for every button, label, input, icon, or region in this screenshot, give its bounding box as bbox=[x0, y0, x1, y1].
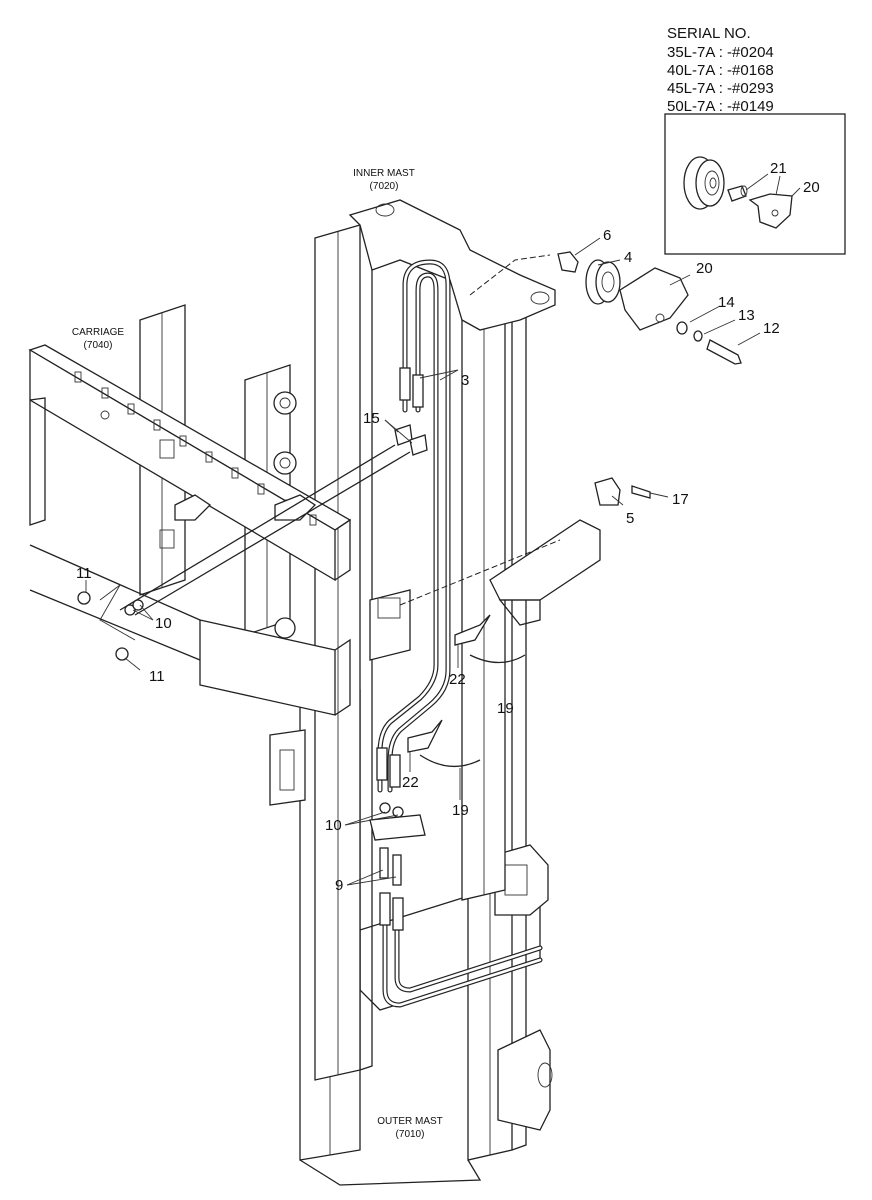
assembly-labels: INNER MAST (7020) CARRIAGE (7040) OUTER … bbox=[72, 168, 443, 1140]
serial-line-1: 35L-7A : -#0204 bbox=[667, 44, 774, 61]
part-17-bolt bbox=[631, 485, 651, 499]
left-fittings bbox=[77, 584, 144, 661]
callouts: 3 6 4 20 14 13 12 15 17 5 11 10 11 22 19… bbox=[76, 227, 780, 894]
part-19-upper bbox=[469, 654, 526, 664]
part-20-bracket bbox=[619, 267, 689, 331]
outer-mast-label: OUTER MAST bbox=[377, 1116, 443, 1127]
callout-5: 5 bbox=[626, 510, 634, 527]
outer-mast-code: (7010) bbox=[396, 1129, 425, 1140]
lower-fittings bbox=[369, 802, 426, 886]
clip-parts bbox=[407, 614, 526, 768]
detail-inset: 21 20 bbox=[664, 113, 846, 255]
callout-4: 4 bbox=[624, 249, 632, 266]
part-5-clamp bbox=[594, 477, 621, 506]
serial-line-4: 50L-7A : -#0149 bbox=[667, 98, 774, 115]
inner-mast bbox=[314, 199, 601, 1081]
outer-mast-left-bracket bbox=[269, 729, 306, 806]
hose-assembly bbox=[376, 259, 543, 1008]
callout-13: 13 bbox=[738, 307, 755, 324]
elbow-fittings bbox=[119, 424, 428, 616]
part-14-washer bbox=[676, 321, 688, 335]
callout-21: 21 bbox=[770, 160, 787, 177]
carriage-label: CARRIAGE bbox=[72, 327, 125, 338]
carriage-lower-roller bbox=[273, 451, 297, 475]
carriage bbox=[28, 304, 352, 716]
callout-20: 20 bbox=[696, 260, 713, 277]
outer-mast-right-roller bbox=[494, 844, 549, 916]
leader-lines bbox=[85, 237, 761, 886]
part-22-upper bbox=[454, 614, 491, 646]
fitting-11-upper bbox=[77, 591, 91, 605]
callout-17: 17 bbox=[672, 491, 689, 508]
inset-bushing bbox=[727, 185, 747, 202]
callout-11-lower: 11 bbox=[149, 668, 165, 685]
part-13-washer bbox=[693, 330, 703, 342]
callout-9: 9 bbox=[335, 877, 343, 894]
callout-22-upper: 22 bbox=[449, 671, 466, 688]
callout-20-inset: 20 bbox=[803, 179, 820, 196]
carriage-upper-roller bbox=[273, 391, 297, 415]
callout-12: 12 bbox=[763, 320, 780, 337]
upper-roller-parts bbox=[469, 251, 742, 365]
serial-line-2: 40L-7A : -#0168 bbox=[667, 62, 774, 79]
callout-19-upper: 19 bbox=[497, 700, 514, 717]
callout-3: 3 bbox=[461, 372, 469, 389]
part-12-bolt bbox=[706, 339, 742, 365]
clamp-parts bbox=[399, 477, 651, 606]
inner-mast-hose-guide bbox=[369, 589, 411, 661]
callout-6: 6 bbox=[603, 227, 611, 244]
inner-mast-label: INNER MAST bbox=[353, 168, 415, 179]
outer-mast-lower-roller bbox=[497, 1029, 551, 1131]
part-6-pin bbox=[557, 251, 579, 273]
callout-11-upper: 11 bbox=[76, 565, 92, 582]
callout-10-left: 10 bbox=[155, 615, 172, 632]
part-22-lower bbox=[407, 719, 443, 753]
callout-10-lower: 10 bbox=[325, 817, 342, 834]
callout-15: 15 bbox=[363, 410, 380, 427]
callout-19-lower: 19 bbox=[452, 802, 469, 819]
inset-bracket bbox=[748, 193, 793, 229]
carriage-code: (7040) bbox=[84, 340, 113, 351]
inset-frame bbox=[664, 113, 846, 255]
fitting-11-lower bbox=[115, 647, 129, 661]
inner-mast-code: (7020) bbox=[370, 181, 399, 192]
serial-line-3: 45L-7A : -#0293 bbox=[667, 80, 774, 97]
callout-22-lower: 22 bbox=[402, 774, 419, 791]
serial-heading: SERIAL NO. bbox=[667, 25, 751, 42]
inner-mast-top-crosshead bbox=[348, 199, 556, 331]
serial-block: SERIAL NO. 35L-7A : -#0204 40L-7A : -#01… bbox=[667, 25, 774, 115]
part-19-lower bbox=[419, 754, 481, 768]
callout-14: 14 bbox=[718, 294, 735, 311]
